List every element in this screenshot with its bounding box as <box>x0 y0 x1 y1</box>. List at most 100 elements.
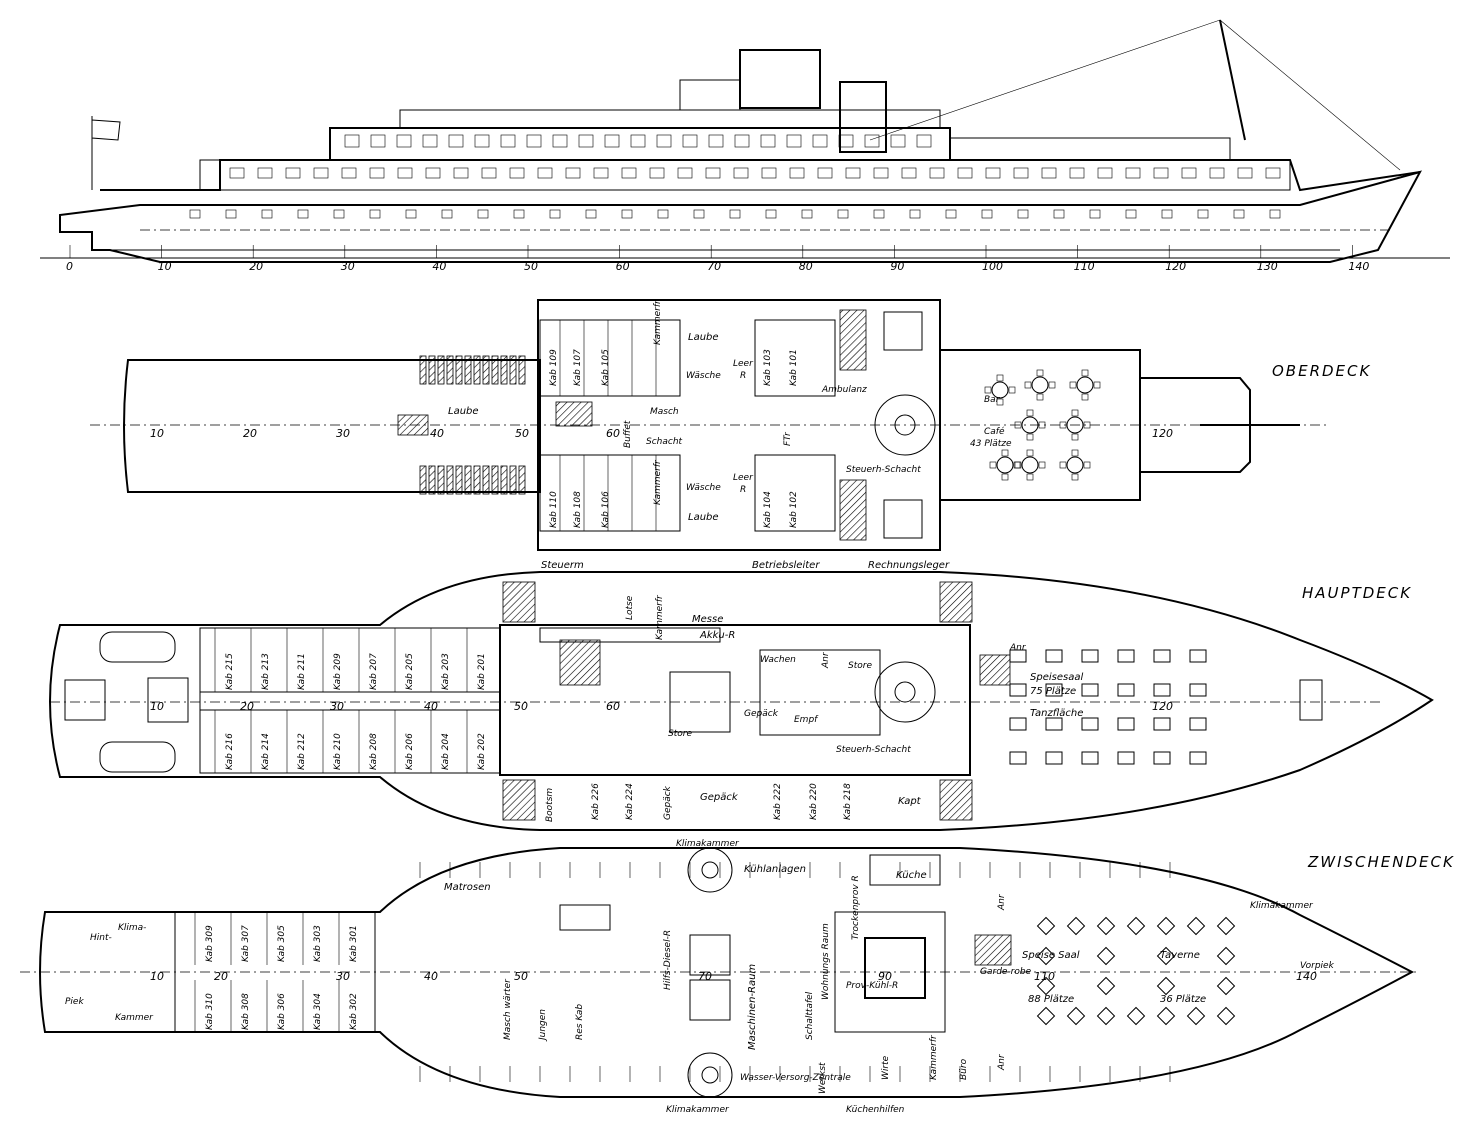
zw-hilfs-diesel: Hilfs-Diesel-R <box>663 930 673 990</box>
profile-frame-90: 90 <box>890 260 904 273</box>
profile-frame-80: 80 <box>799 260 813 273</box>
haupt-kab-top-1: Kab 213 <box>261 653 271 690</box>
zw-buro: Büro <box>959 1058 969 1080</box>
haupt-kab-top-6: Kab 203 <box>441 653 451 690</box>
zw-wohnungsraum: Wohnungs Raum <box>821 923 831 1000</box>
profile-frame-40: 40 <box>432 260 446 273</box>
ober-leer-bottom-1: Leer <box>733 473 754 483</box>
haupt-kab-bottom-5: Kab 206 <box>405 733 415 770</box>
ober-frame-10: 10 <box>150 427 164 440</box>
zw-frame-90: 90 <box>878 970 892 983</box>
zw-frame-50: 50 <box>514 970 528 983</box>
ober-bar: Bar <box>984 395 1001 405</box>
zw-anr-1: Anr <box>997 893 1007 911</box>
ober-wasche-top: Wäsche <box>686 371 721 381</box>
profile-frame-20: 20 <box>249 260 263 273</box>
ober-laube-top: Laube <box>688 332 719 343</box>
ober-kab-top-2: Kab 105 <box>601 349 611 386</box>
ober-kab-bottom-3: Kab 104 <box>763 491 773 528</box>
haupt-kab-bottom-4: Kab 208 <box>369 733 379 770</box>
zw-taverne-plaetze: 36 Plätze <box>1160 994 1206 1005</box>
zw-frame-20: 20 <box>214 970 228 983</box>
ober-frame-30: 30 <box>336 427 350 440</box>
haupt-kab-bottom-3: Kab 210 <box>333 733 343 770</box>
haupt-akku: Akku-R <box>699 630 735 641</box>
haupt-store-1: Store <box>848 661 872 671</box>
ober-kab-bottom-1: Kab 108 <box>573 491 583 528</box>
zw-piek: Piek <box>65 997 84 1007</box>
haupt-tanzflache: Tanzfläche <box>1030 708 1083 719</box>
zw-kab-top-3: Kab 303 <box>313 925 323 962</box>
ober-kab-bottom-0: Kab 110 <box>549 491 559 528</box>
zw-frame-40: 40 <box>424 970 438 983</box>
ober-kammerfr-bottom: Kammerfr <box>653 459 663 505</box>
zw-frame-140: 140 <box>1296 970 1317 983</box>
zw-wasser: Wasser-Versorg-Zentrale <box>740 1073 851 1083</box>
haupt-kab-bottom-6: Kab 204 <box>441 733 451 770</box>
zw-klimakammer-top: Klimakammer <box>676 839 740 849</box>
profile-frame-0: 0 <box>66 260 73 273</box>
haupt-kab-lower-3: Kab 220 <box>809 783 819 820</box>
haupt-kab-top-7: Kab 201 <box>477 653 487 690</box>
zwischendeck-title: ZWISCHENDECK <box>1307 853 1455 871</box>
haupt-kab-bottom-7: Kab 202 <box>477 733 487 770</box>
zw-jungen: Jungen <box>538 1009 548 1042</box>
profile-frame-120: 120 <box>1165 260 1186 273</box>
oberdeck-title: OBERDECK <box>1272 362 1371 380</box>
haupt-top-label-1: Betriebsleiter <box>752 560 820 571</box>
ober-kab-top-3: Kab 103 <box>763 349 773 386</box>
ober-kab-bottom-2: Kab 106 <box>601 491 611 528</box>
haupt-kab-lower-2: Kab 222 <box>773 783 783 820</box>
ober-laube-aft: Laube <box>448 406 479 417</box>
zw-frame-10: 10 <box>150 970 164 983</box>
haupt-frame-40: 40 <box>424 700 438 713</box>
hauptdeck-title: HAUPTDECK <box>1302 584 1412 602</box>
zw-taverne: Taverne <box>1160 950 1200 961</box>
ober-steuerh: Steuerh-Schacht <box>846 465 921 475</box>
ober-frame-40: 40 <box>430 427 444 440</box>
zw-kuhlanlagen: Kühlanlagen <box>744 864 806 875</box>
haupt-frame-20: 20 <box>240 700 254 713</box>
zw-vorpiek: Vorpiek <box>1300 961 1335 971</box>
haupt-kab-lower-0: Kab 226 <box>591 783 601 820</box>
ober-cafe-plaetze: 43 Plätze <box>970 439 1012 449</box>
haupt-kapt: Kapt <box>898 796 922 807</box>
profile-frame-10: 10 <box>158 260 172 273</box>
haupt-frame-30: 30 <box>330 700 344 713</box>
ober-kab-top-4: Kab 101 <box>789 349 799 386</box>
ober-buffet: Buffet <box>623 420 633 448</box>
ober-frame-120: 120 <box>1152 427 1173 440</box>
haupt-anr-1: Anr <box>821 651 831 669</box>
zw-speise-saal: Speise Saal <box>1022 950 1080 961</box>
haupt-kab-bottom-1: Kab 214 <box>261 733 271 770</box>
haupt-frame-60: 60 <box>606 700 620 713</box>
haupt-empf: Empf <box>794 715 819 725</box>
zw-matrosen: Matrosen <box>444 882 491 893</box>
profile-frame-50: 50 <box>524 260 538 273</box>
zw-masch-warter: Masch wärter <box>503 978 513 1040</box>
zw-schalttafel: Schalttafel <box>805 991 815 1040</box>
haupt-kab-top-4: Kab 207 <box>369 653 379 690</box>
zw-klima-1: Klima- <box>118 923 146 933</box>
zw-kab-top-4: Kab 301 <box>349 925 359 962</box>
haupt-wachen: Wachen <box>760 655 796 665</box>
ober-wasche-bottom: Wäsche <box>686 483 721 493</box>
profile-frame-110: 110 <box>1074 260 1095 273</box>
haupt-lotse: Lotse <box>625 595 635 620</box>
zw-maschinen-raum: Maschinen-Raum <box>747 964 758 1050</box>
profile-frame-70: 70 <box>707 260 721 273</box>
zw-kab-top-2: Kab 305 <box>277 925 287 962</box>
zw-kab-bottom-1: Kab 308 <box>241 993 251 1030</box>
haupt-kab-lower-4: Kab 218 <box>843 783 853 820</box>
zw-speise-plaetze: 88 Plätze <box>1028 994 1074 1005</box>
ober-kab-bottom-4: Kab 102 <box>789 491 799 528</box>
zw-kab-bottom-2: Kab 306 <box>277 993 287 1030</box>
ober-frame-20: 20 <box>243 427 257 440</box>
ober-leer-bottom-2: R <box>740 485 746 495</box>
